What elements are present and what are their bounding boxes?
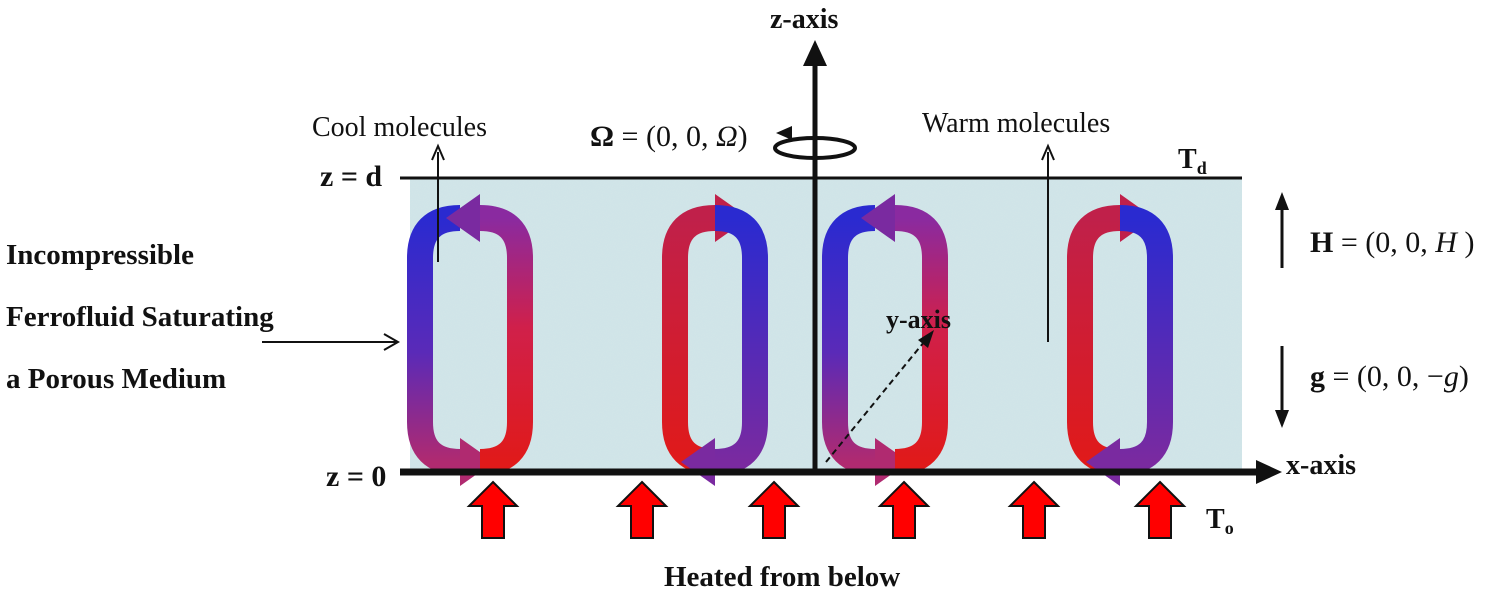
x-axis-label: x-axis bbox=[1286, 450, 1356, 481]
cool-molecules-arrow bbox=[431, 143, 445, 262]
z-axis-arrow bbox=[803, 40, 827, 472]
heating-arrows bbox=[466, 480, 1187, 539]
convection-cell-1-right-arrowhead bbox=[446, 194, 480, 242]
gravity-equation: g = (0, 0, −g) bbox=[1310, 360, 1469, 393]
convection-cell-1-right-arc bbox=[479, 205, 533, 475]
warm-molecules-label: Warm molecules bbox=[922, 108, 1110, 139]
heat-arrow-2 bbox=[615, 480, 669, 539]
rotation-equation: Ω = (0, 0, Ω) bbox=[590, 120, 748, 153]
top-boundary-label: z = d bbox=[320, 160, 382, 193]
fluid-pointer-arrow bbox=[262, 333, 401, 351]
z-axis-label: z-axis bbox=[770, 4, 839, 35]
y-axis-arrow bbox=[825, 330, 934, 463]
rotation-loop-icon bbox=[773, 126, 857, 160]
top-temperature: Td bbox=[1178, 144, 1207, 178]
y-axis-label: y-axis bbox=[886, 305, 951, 334]
fluid-label-line2: Ferrofluid Saturating bbox=[6, 301, 274, 333]
heat-arrow-4 bbox=[877, 480, 931, 539]
heat-arrow-1 bbox=[466, 480, 520, 539]
convection-cell-3-right-arrowhead bbox=[861, 194, 895, 242]
heat-arrow-6 bbox=[1133, 480, 1187, 539]
x-axis-arrow bbox=[400, 460, 1282, 484]
convection-cell-4-right-arc bbox=[1119, 205, 1173, 475]
magnetic-field-equation: H = (0, 0, H ) bbox=[1310, 226, 1474, 259]
bottom-boundary-label: z = 0 bbox=[326, 460, 386, 493]
heated-from-below-label: Heated from below bbox=[664, 561, 900, 593]
fluid-label-line1: Incompressible bbox=[6, 239, 194, 271]
heat-arrow-3 bbox=[747, 480, 801, 539]
magnetic-field-arrow bbox=[1275, 192, 1289, 268]
heat-arrow-5 bbox=[1007, 480, 1061, 539]
bottom-temperature: To bbox=[1206, 504, 1234, 538]
convection-cell-3-left-arc bbox=[822, 205, 876, 475]
convection-cell-3-right-arc bbox=[894, 205, 948, 475]
convection-cell-2-right-arc bbox=[714, 205, 768, 475]
warm-molecules-arrow bbox=[1041, 143, 1055, 342]
cool-molecules-label: Cool molecules bbox=[312, 112, 487, 143]
fluid-label-line3: a Porous Medium bbox=[6, 363, 226, 395]
gravity-arrow bbox=[1275, 346, 1289, 428]
